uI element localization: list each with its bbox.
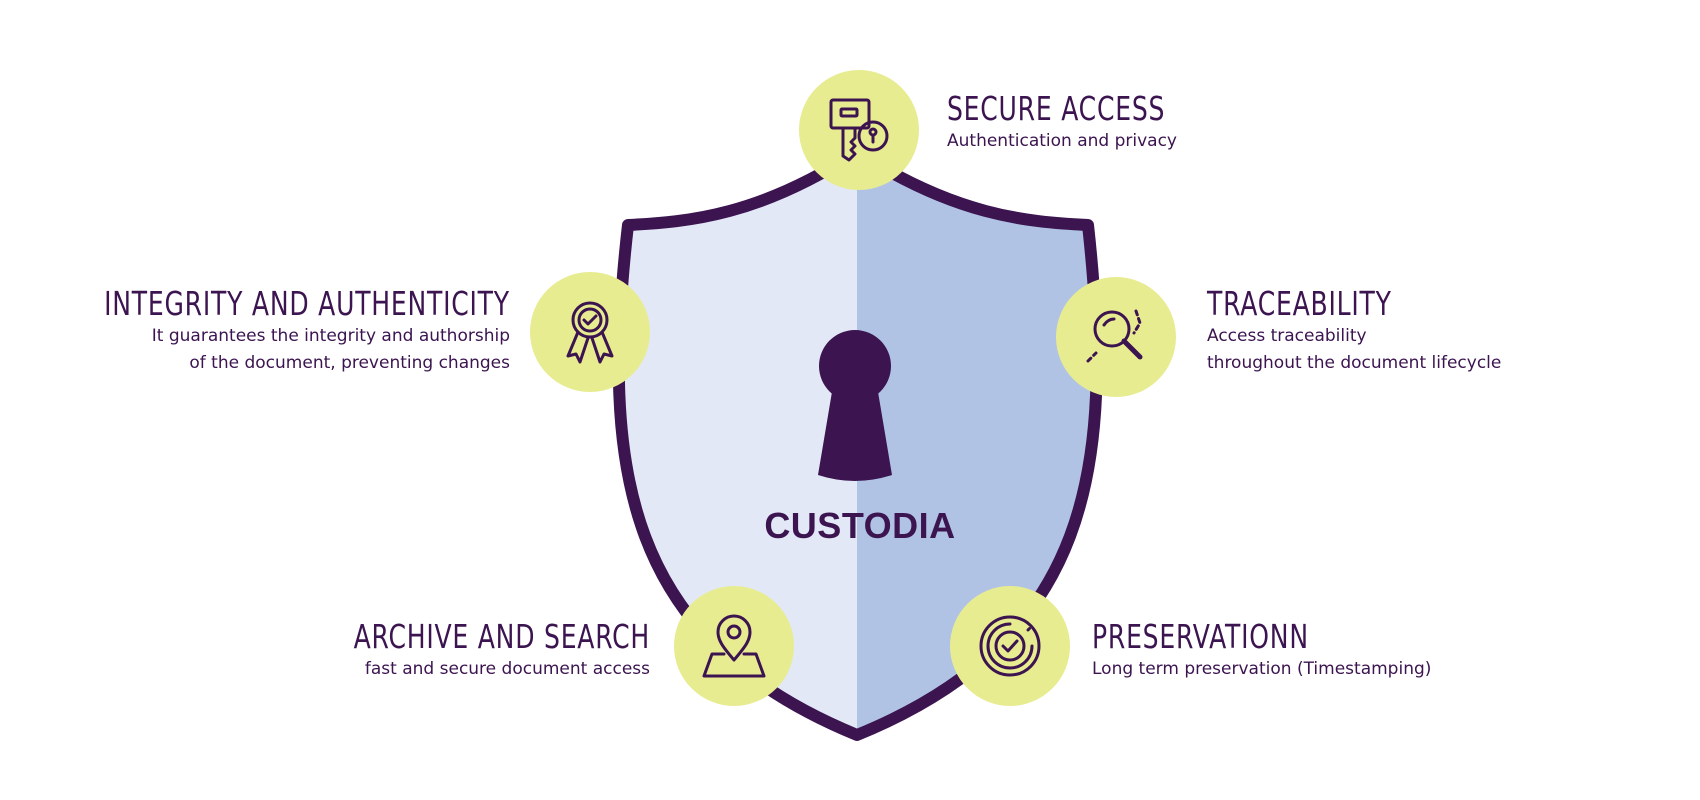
feature-title: SECURE ACCESS bbox=[947, 89, 1166, 128]
award-ribbon-icon bbox=[566, 301, 614, 364]
preservation-icon-circle bbox=[950, 586, 1070, 706]
feature-description-line-1: It guarantees the integrity and authorsh… bbox=[151, 326, 510, 346]
feature-description-line-2: of the document, preventing changes bbox=[189, 353, 510, 373]
keyhole-icon bbox=[818, 330, 892, 481]
feature-description-line-2: throughout the document lifecycle bbox=[1207, 353, 1502, 373]
brand-name: CUSTODIA bbox=[764, 505, 956, 546]
shield-outline bbox=[612, 146, 1103, 741]
traceability-icon-circle bbox=[1056, 277, 1176, 397]
feature-integrity: INTEGRITY AND AUTHENTICITY It guarantees… bbox=[0, 285, 510, 377]
magnifier-icon bbox=[1086, 309, 1143, 363]
feature-description: fast and secure document access bbox=[364, 659, 650, 679]
feature-description: Long term preservation (Timestamping) bbox=[1092, 659, 1432, 679]
feature-title: PRESERVATIONN bbox=[1092, 617, 1309, 656]
map-pin-icon bbox=[702, 614, 766, 678]
key-lock-icon bbox=[829, 98, 889, 162]
integrity-icon-circle bbox=[530, 272, 650, 392]
feature-title: ARCHIVE AND SEARCH bbox=[353, 617, 650, 656]
feature-archive: ARCHIVE AND SEARCH fast and secure docum… bbox=[260, 618, 650, 683]
feature-preservation: PRESERVATIONN Long term preservation (Ti… bbox=[1092, 618, 1431, 683]
feature-traceability: TRACEABILITY Access traceability through… bbox=[1207, 285, 1501, 377]
feature-title: INTEGRITY AND AUTHENTICITY bbox=[104, 284, 510, 323]
feature-title: TRACEABILITY bbox=[1207, 284, 1392, 323]
feature-description-line-1: Access traceability bbox=[1207, 326, 1367, 346]
archive-icon-circle bbox=[674, 586, 794, 706]
target-check-icon bbox=[979, 615, 1041, 677]
secure-access-icon-circle bbox=[799, 70, 919, 190]
feature-description: Authentication and privacy bbox=[947, 131, 1177, 151]
feature-secure-access: SECURE ACCESS Authentication and privacy bbox=[947, 90, 1234, 155]
